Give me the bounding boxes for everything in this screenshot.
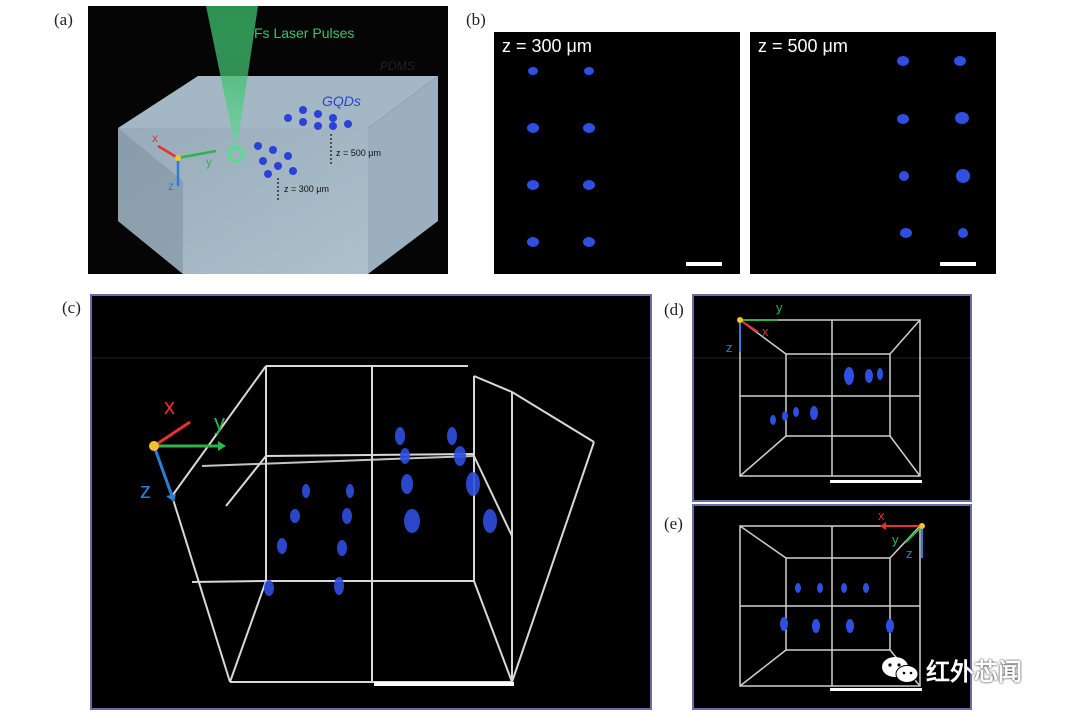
pdms-side-face [368,76,438,274]
panel-b-left: z = 300 μm [494,32,740,274]
schematic-illustration: x y z Fs Laser Pulses PDMS GQDs z = 300 … [118,6,438,274]
pdms-left-face [118,128,183,274]
panel-c-3d-render: x y z [92,296,650,708]
wechat-icon [882,656,919,683]
3d-wireframe-d: y x z [694,300,970,483]
scale-bar [686,262,722,266]
gqd-dots-500 [284,106,352,130]
dot-image-300 [527,67,722,266]
e-axis-x: x [878,508,885,523]
panel-label-a: (a) [54,10,73,29]
panel-b-left-title: z = 300 μm [502,36,592,56]
3d-wireframe-c: x y z [92,357,650,686]
depth-300-label: z = 300 μm [284,184,329,194]
panel-label-c: (c) [62,298,81,317]
dot-image-500 [897,56,976,266]
panel-e-3d-render: x y z [694,506,970,708]
panel-d-3d-render: y x z [694,296,970,500]
panel-b-right: z = 500 μm [750,32,996,274]
gqd-label: GQDs [322,93,361,109]
laser-label: Fs Laser Pulses [254,25,354,41]
d-axis-z: z [726,340,733,355]
watermark: 红外芯闻 [880,652,1022,687]
scale-bar [830,688,922,691]
e-axis-z: z [906,546,913,561]
panel-label-e: (e) [664,514,683,533]
pdms-label: PDMS [380,59,415,73]
focal-ring [227,145,245,163]
panel-label-b: (b) [466,10,486,29]
d-axis-x: x [762,324,769,339]
panel-a-schematic: x y z Fs Laser Pulses PDMS GQDs z = 300 … [88,6,448,274]
scale-bar [830,480,922,483]
schematic-axis-z: z [168,179,174,193]
schematic-axis-y: y [206,155,212,169]
c-axis-x: x [164,394,175,419]
3d-wireframe-e: x y z [739,508,925,691]
scale-bar [940,262,976,266]
schematic-axis-x: x [152,131,158,145]
gqd-dots-300 [254,142,297,178]
panel-b-right-title: z = 500 μm [758,36,848,56]
c-axis-z: z [140,478,151,503]
c-axis-y: y [214,410,225,435]
panel-label-d: (d) [664,300,684,319]
depth-500-label: z = 500 μm [336,148,381,158]
pdms-top-face [118,76,438,128]
e-axis-y: y [892,532,899,547]
scale-bar [374,682,514,686]
laser-beam [206,6,258,141]
watermark-text: 红外芯闻 [926,658,1022,686]
d-axis-y: y [776,300,783,315]
